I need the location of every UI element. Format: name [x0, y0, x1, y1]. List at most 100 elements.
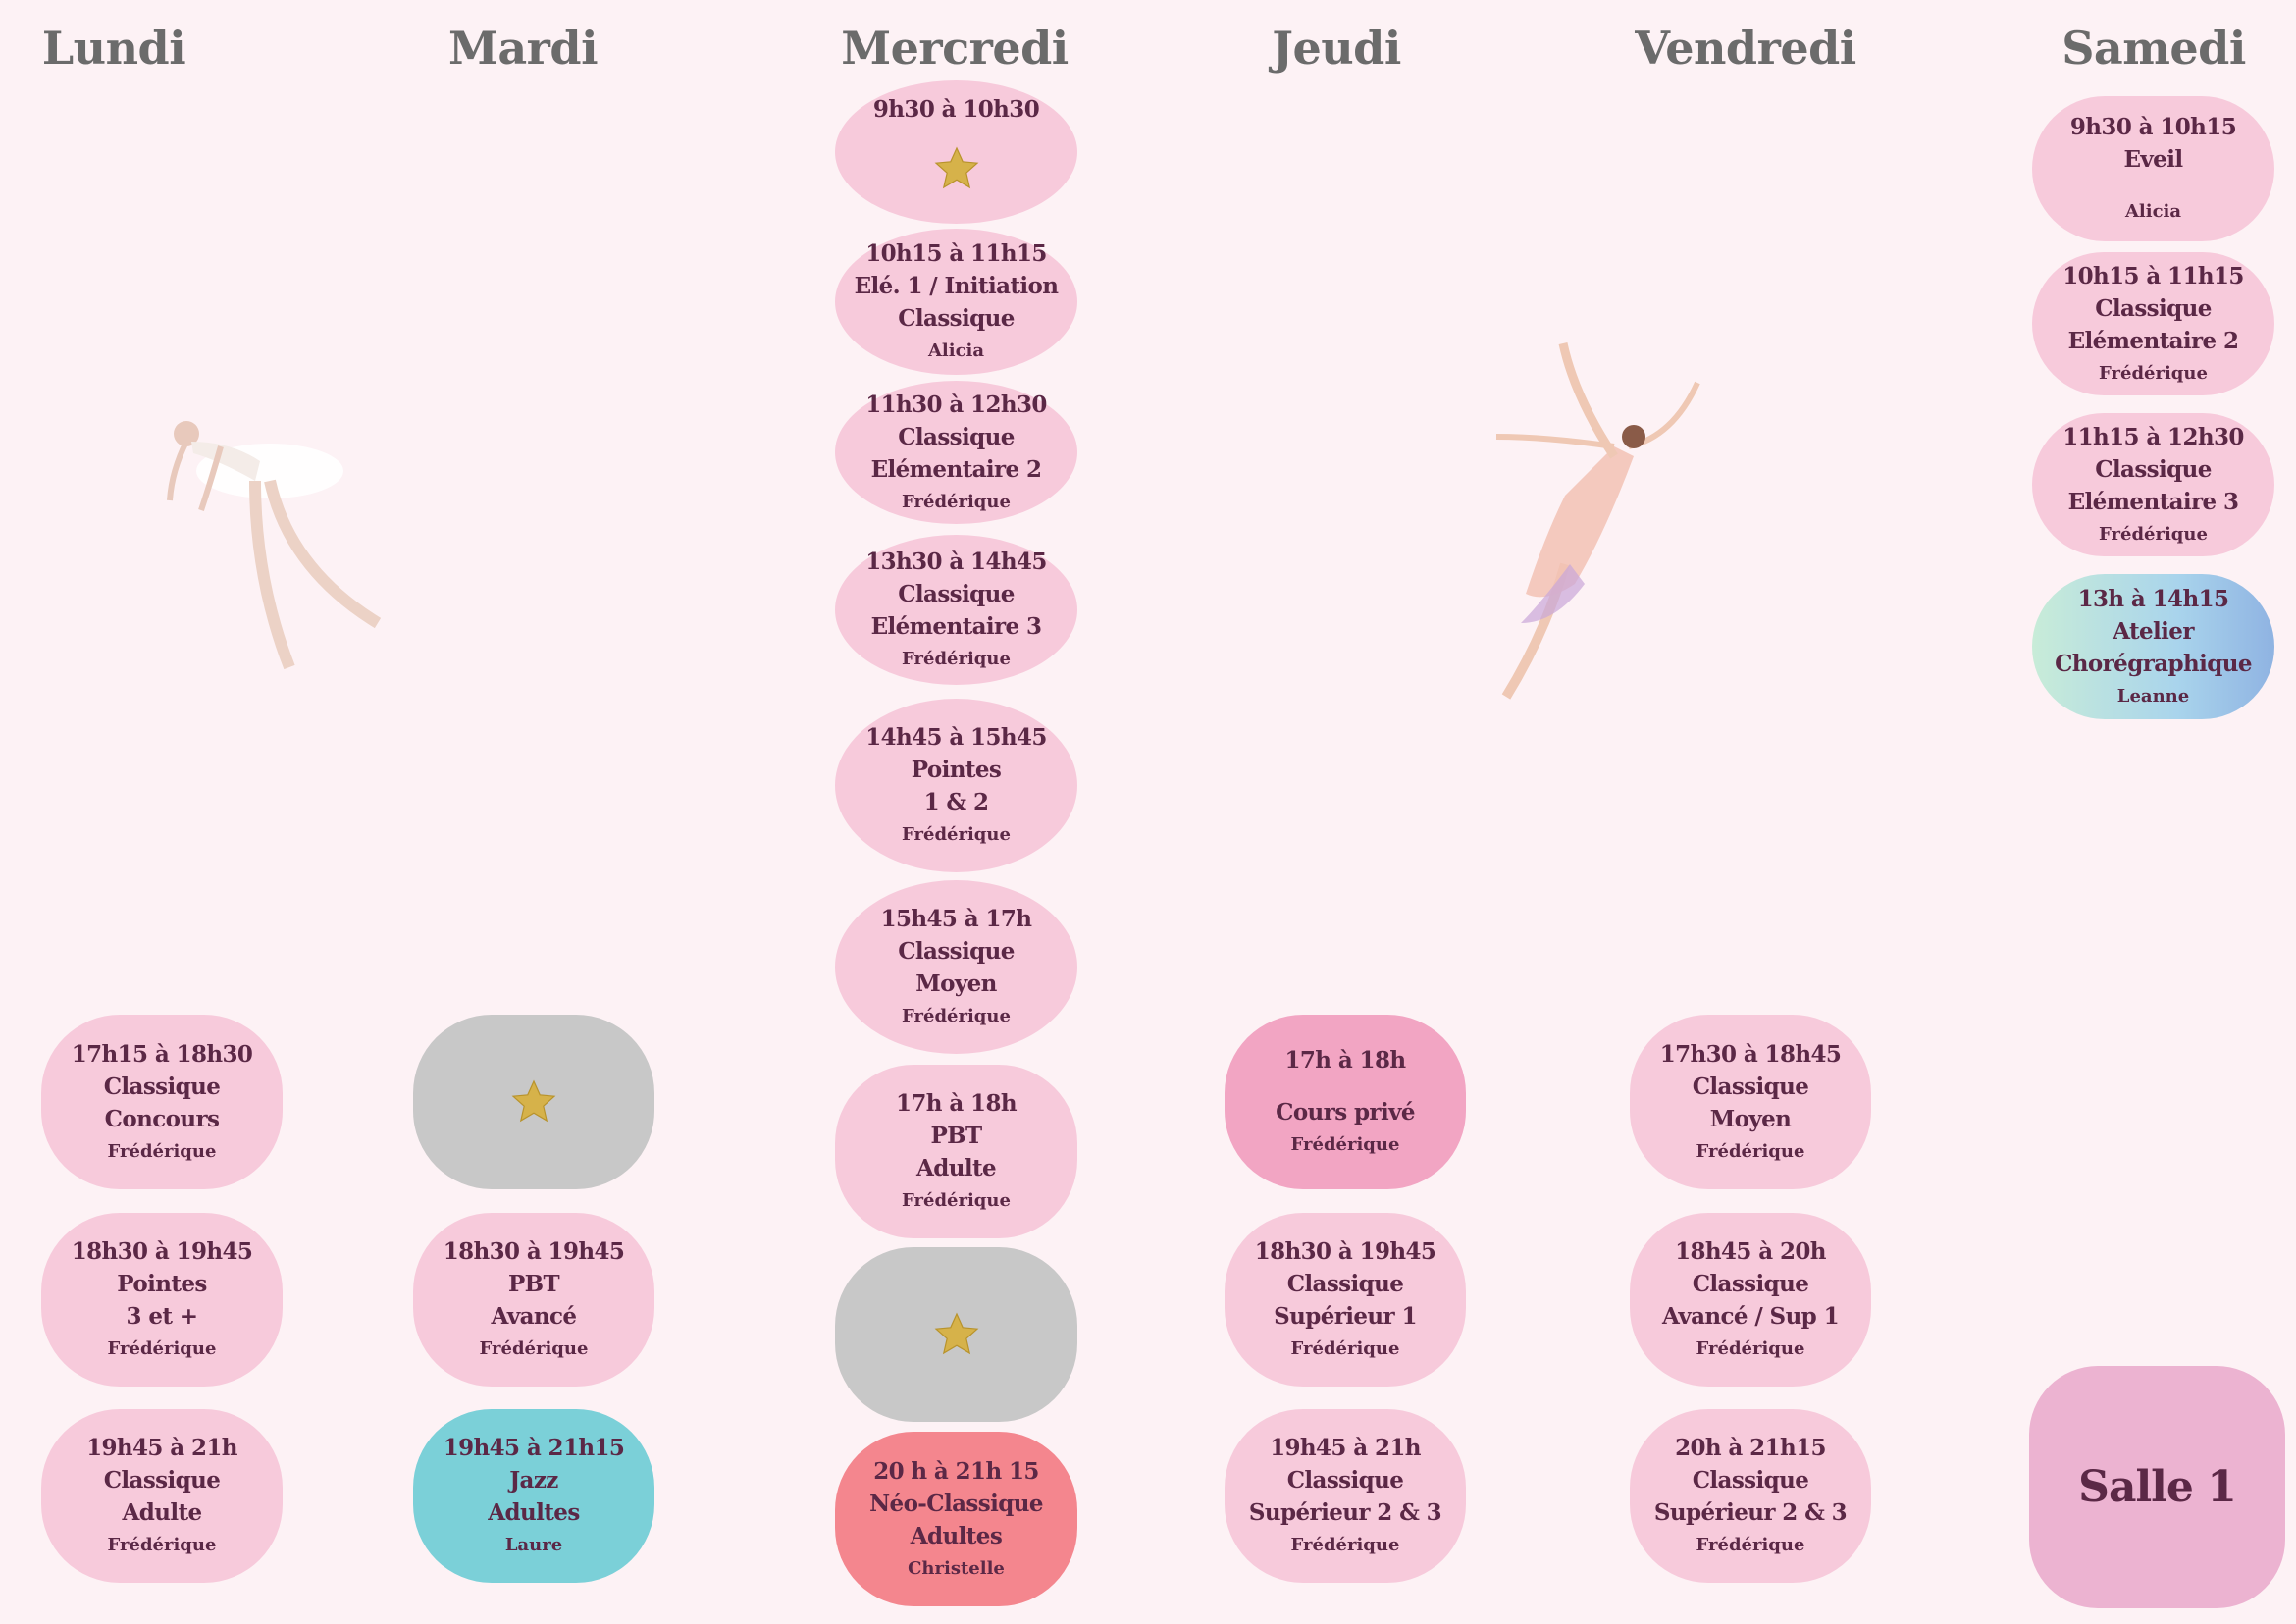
- class-name-line: Adultes: [488, 1499, 580, 1526]
- class-teacher: Christelle: [908, 1557, 1005, 1579]
- class-time: 19h45 à 21h: [86, 1435, 237, 1461]
- class-name-line: Classique: [898, 581, 1015, 607]
- star-icon: [933, 145, 980, 192]
- class-teacher: Frédérique: [1696, 1535, 1805, 1555]
- class-time: 20 h à 21h 15: [873, 1457, 1039, 1485]
- class-teacher: Frédérique: [1290, 1338, 1400, 1359]
- class-teacher: Frédérique: [1696, 1338, 1805, 1359]
- class-teacher: Alicia: [2124, 201, 2182, 222]
- class-name-line: Avancé / Sup 1: [1662, 1303, 1840, 1330]
- class-name-line: Jazz: [509, 1467, 558, 1493]
- class-teacher: Frédérique: [902, 491, 1011, 512]
- class-time: 18h45 à 20h: [1675, 1238, 1826, 1265]
- class-name-line: Avancé: [491, 1303, 578, 1330]
- day-header-jeudi: Jeudi: [1272, 22, 1401, 75]
- class-name-line: Pointes: [117, 1271, 207, 1297]
- class-time: 20h à 21h15: [1675, 1435, 1826, 1461]
- class-teacher: Frédérique: [2099, 362, 2208, 384]
- star-icon: [933, 1311, 980, 1358]
- class-teacher: Frédérique: [107, 1140, 217, 1162]
- class-name-line: Elémentaire 3: [2067, 488, 2239, 515]
- class-time: 11h30 à 12h30: [865, 391, 1047, 418]
- class-time: 14h45 à 15h45: [865, 724, 1047, 751]
- ballerina-image-right: [1495, 342, 1700, 700]
- class-time: 17h à 18h: [896, 1090, 1018, 1117]
- class-name-line: 1 & 2: [923, 789, 989, 815]
- class-name-line: Moyen: [1709, 1105, 1792, 1132]
- class-name-line: Classique: [1286, 1467, 1404, 1493]
- class-name-line: Atelier: [2113, 617, 2194, 645]
- class-name-line: Cours privé: [1276, 1099, 1415, 1126]
- class-teacher: Frédérique: [1290, 1535, 1400, 1555]
- class-name-line: Elémentaire 3: [870, 613, 1042, 640]
- class-name-line: Chorégraphique: [2055, 650, 2252, 677]
- class-time: 9h30 à 10h30: [872, 95, 1040, 123]
- class-block[interactable]: [835, 1247, 1077, 1422]
- class-name-line: Elémentaire 2: [870, 455, 1042, 483]
- class-teacher: Frédérique: [902, 1190, 1011, 1211]
- class-name-line: Classique: [2095, 455, 2212, 483]
- class-name-line: Pointes: [911, 757, 1002, 783]
- class-time: 18h30 à 19h45: [1254, 1238, 1436, 1265]
- class-time: 9h30 à 10h15: [2069, 114, 2237, 140]
- class-time: 17h15 à 18h30: [71, 1040, 253, 1068]
- class-name-line: Classique: [1286, 1271, 1404, 1297]
- class-name-line: Supérieur 1: [1274, 1303, 1417, 1330]
- class-name-line: Classique: [1692, 1271, 1809, 1297]
- class-time: 15h45 à 17h: [880, 906, 1032, 932]
- day-header-lundi: Lundi: [41, 22, 186, 75]
- class-name-line: Néo-Classique: [869, 1490, 1043, 1517]
- class-name-line: Adultes: [910, 1522, 1003, 1549]
- room-label: Salle 1: [2029, 1366, 2285, 1608]
- class-teacher: Alicia: [927, 341, 985, 361]
- class-name-line: Moyen: [915, 970, 997, 997]
- class-name-line: Classique: [898, 305, 1015, 332]
- class-block[interactable]: [413, 1015, 654, 1189]
- class-time: 13h30 à 14h45: [865, 549, 1047, 575]
- class-time: 17h à 18h: [1284, 1047, 1407, 1074]
- class-name-line: Eveil: [2123, 146, 2183, 173]
- class-name-line: Classique: [2095, 294, 2212, 322]
- class-time: 17h30 à 18h45: [1659, 1040, 1842, 1068]
- class-name-line: Classique: [1692, 1073, 1809, 1100]
- class-name-line: Adulte: [122, 1499, 202, 1526]
- class-time: 13h à 14h15: [2077, 585, 2229, 612]
- class-block[interactable]: 9h30 à 10h30: [835, 80, 1077, 224]
- class-time: 10h15 à 11h15: [2062, 262, 2244, 289]
- class-name-line: Classique: [1692, 1467, 1809, 1493]
- class-name-line: Elé. 1 / Initiation: [854, 273, 1059, 299]
- class-time: 10h15 à 11h15: [865, 240, 1047, 267]
- class-teacher: Frédérique: [902, 649, 1011, 669]
- class-name-line: PBT: [507, 1271, 560, 1297]
- star-icon: [510, 1078, 557, 1126]
- day-header-vendredi: Vendredi: [1635, 22, 1856, 75]
- day-header-samedi: Samedi: [2061, 22, 2246, 75]
- class-teacher: Frédérique: [902, 824, 1011, 845]
- class-teacher: Frédérique: [107, 1535, 217, 1555]
- class-time: 19h45 à 21h: [1270, 1435, 1421, 1461]
- class-time: 18h30 à 19h45: [443, 1238, 625, 1265]
- class-name-line: Adulte: [915, 1155, 997, 1181]
